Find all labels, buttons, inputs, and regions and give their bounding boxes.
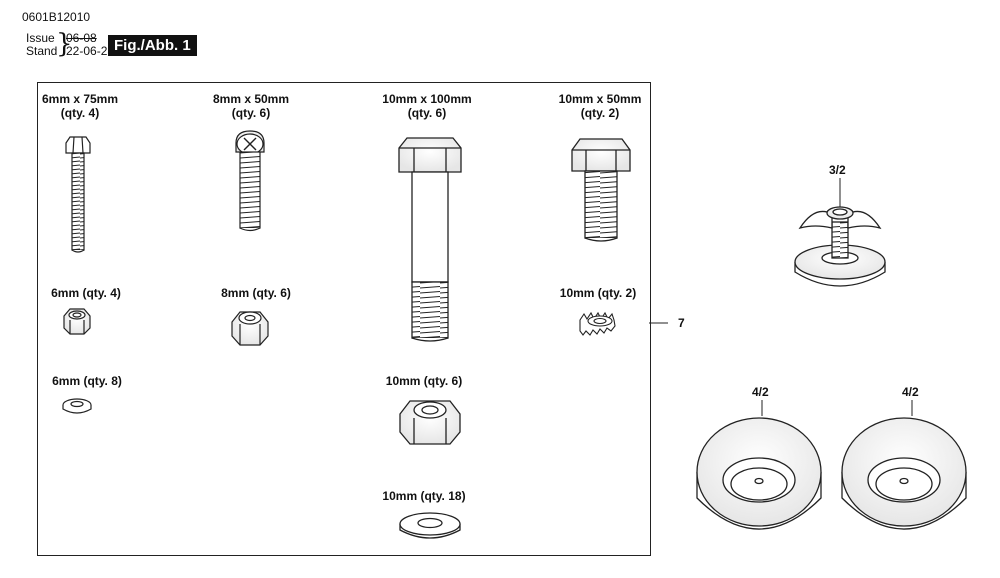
label-bolt-6x75-size: 6mm x 75mm (41, 92, 119, 106)
label-bolt-8x50: 8mm x 50mm (qty. 6) (213, 92, 289, 120)
label-washer-6mm: 6mm (qty. 8) (52, 374, 122, 388)
bolt-10x100 (398, 137, 462, 342)
label-bolt-10x50: 10mm x 50mm (qty. 2) (559, 92, 642, 120)
bolt-10x50 (571, 138, 631, 242)
bolt-8x50 (235, 130, 265, 232)
issue-value: 06-08 (66, 31, 97, 45)
label-bolt-8x50-size: 8mm x 50mm (212, 92, 290, 106)
nut-8mm (231, 311, 269, 346)
callout-foot: 3/2 (829, 163, 846, 177)
callout-kit: 7 (678, 316, 685, 330)
issue-label: Issue (26, 31, 55, 45)
hardware-kit-frame (37, 82, 651, 556)
label-lock-washer-10mm: 10mm (qty. 2) (559, 286, 637, 300)
bolt-6x75 (65, 136, 91, 253)
label-bolt-6x75-qty: (qty. 4) (60, 106, 100, 120)
label-washer-10mm: 10mm (qty. 18) (382, 489, 466, 503)
part-number: 0601B12010 (22, 10, 91, 24)
label-bolt-10x100: 10mm x 100mm (qty. 6) (382, 92, 471, 120)
label-bolt-10x50-size: 10mm x 50mm (558, 92, 642, 106)
callout-wheel-left: 4/2 (752, 385, 769, 399)
wheel-right (841, 417, 967, 530)
lock-washer-10mm (579, 311, 616, 336)
washer-6mm (62, 398, 92, 414)
leveling-foot (794, 206, 886, 287)
label-nut-10mm: 10mm (qty. 6) (385, 374, 463, 388)
figure-label: Fig./Abb. 1 (108, 35, 197, 56)
washer-10mm (399, 512, 461, 539)
stand-label: Stand (26, 44, 58, 58)
label-nut-8mm: 8mm (qty. 6) (221, 286, 291, 300)
label-bolt-10x50-qty: (qty. 2) (580, 106, 620, 120)
label-bolt-10x100-qty: (qty. 6) (407, 106, 447, 120)
label-nut-6mm: 6mm (qty. 4) (51, 286, 121, 300)
label-bolt-6x75: 6mm x 75mm (qty. 4) (42, 92, 118, 120)
label-bolt-8x50-qty: (qty. 6) (231, 106, 271, 120)
header-brace: } (56, 29, 73, 59)
nut-6mm (63, 308, 91, 335)
wheel-left (696, 417, 822, 530)
issue-stand-labels: Issue Stand (26, 32, 57, 58)
issue-stand-values: 06-08 22-06-23 (66, 32, 114, 58)
label-bolt-10x100-size: 10mm x 100mm (382, 92, 472, 106)
nut-10mm (399, 400, 461, 445)
callout-wheel-right: 4/2 (902, 385, 919, 399)
stand-value: 22-06-23 (66, 44, 115, 58)
